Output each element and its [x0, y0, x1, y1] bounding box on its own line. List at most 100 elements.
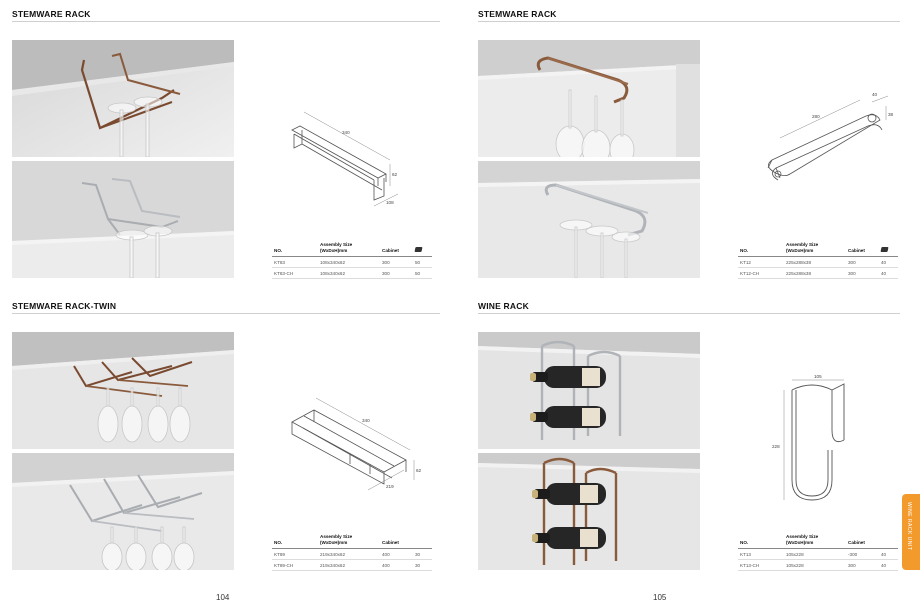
col-assembly-size: Assembly Size (WxDxH)mm [318, 532, 380, 550]
col-cabinet: Cabinet [846, 240, 879, 258]
box-icon [880, 246, 889, 252]
table-row: KT13-CH 105x228 300 40 [738, 559, 898, 572]
section-stemware-rack-twin: STEMWARE RACK-TWIN [12, 300, 440, 590]
table-row: KT12 225x288x38 300 40 [738, 256, 898, 269]
cell-qty: 40 [879, 559, 898, 572]
table-row: KT89-CH 219x340x62 400 30 [272, 559, 432, 572]
section-title: STEMWARE RACK [12, 9, 91, 19]
dim-length: 280 [812, 114, 820, 119]
cell-no: KT89-CH [272, 559, 318, 572]
spec-table: NO. Assembly Size (WxDxH)mm Cabinet KT89… [272, 532, 432, 572]
spec-table: NO. Assembly Size (WxDxH)mm Cabinet KT83… [272, 240, 432, 280]
spec-table: NO. Assembly Size (WxDxH)mm Cabinet KT12… [738, 240, 898, 280]
dim-height: 38 [888, 112, 894, 117]
section-title: STEMWARE RACK-TWIN [12, 301, 117, 311]
cell-qty: 30 [413, 559, 432, 572]
wine-rack-drawing: 105 228 [740, 370, 900, 520]
box-icon [414, 246, 423, 252]
col-cabinet: Cabinet [380, 240, 413, 258]
cell-qty: 40 [879, 548, 898, 561]
table-row: KT83 108x340x62 300 50 [272, 256, 432, 269]
chrome-wine-rack-photo [478, 332, 700, 449]
dim-height: 62 [416, 468, 422, 473]
col-no: NO. [738, 532, 784, 550]
copper-stemware-rack-photo [12, 40, 234, 157]
copper-loop-rack-photo [478, 40, 700, 157]
dim-width: 340 [362, 418, 370, 423]
col-assembly-size: Assembly Size (WxDxH)mm [318, 240, 380, 258]
table-row: KT13 105x228 -300 40 [738, 548, 898, 561]
table-row: KT12-CH 225x288x38 300 40 [738, 267, 898, 280]
col-box-qty [413, 240, 432, 258]
right-page: STEMWARE RACK [460, 0, 920, 612]
col-cabinet: Cabinet [380, 532, 413, 550]
cell-no: KT89 [272, 548, 318, 561]
cell-size: 225x288x38 [784, 267, 846, 280]
cell-qty: 50 [413, 256, 432, 269]
cell-cabinet: 300 [846, 267, 879, 280]
cell-size: 225x288x38 [784, 256, 846, 269]
section-title: WINE RACK [478, 301, 529, 311]
page-number: 105 [653, 593, 667, 602]
section-stemware-rack-loop: STEMWARE RACK [478, 8, 900, 298]
stemware-rack-drawing: 340 62 108 [274, 78, 434, 228]
section-divider [12, 313, 440, 314]
cell-no: KT12-CH [738, 267, 784, 280]
cell-cabinet: 300 [846, 559, 879, 572]
col-no: NO. [272, 532, 318, 550]
col-no: NO. [272, 240, 318, 258]
cell-size: 105x228 [784, 548, 846, 561]
page-number: 104 [216, 593, 230, 602]
cell-no: KT13 [738, 548, 784, 561]
col-assembly-size: Assembly Size (WxDxH)mm [784, 532, 846, 550]
dim-height: 228 [772, 444, 780, 449]
cell-cabinet: 400 [380, 559, 413, 572]
dim-depth: 108 [386, 200, 394, 205]
section-title: STEMWARE RACK [478, 9, 557, 19]
table-row: KT83-CH 108x340x62 300 50 [272, 267, 432, 280]
cell-cabinet: 400 [380, 548, 413, 561]
copper-twin-rack-photo [12, 332, 234, 449]
cell-size: 108x340x62 [318, 256, 380, 269]
dim-depth: 219 [386, 484, 394, 489]
left-page: STEMWARE RACK [12, 8, 440, 602]
col-box-qty [413, 532, 432, 550]
copper-wine-rack-photo [478, 453, 700, 570]
section-divider [478, 21, 900, 22]
col-assembly-size: Assembly Size (WxDxH)mm [784, 240, 846, 258]
loop-rack-drawing: 280 40 38 [740, 78, 900, 228]
section-divider [12, 21, 440, 22]
cell-cabinet: -300 [846, 548, 879, 561]
col-box-qty [879, 532, 898, 550]
cell-no: KT13-CH [738, 559, 784, 572]
cell-no: KT83-CH [272, 267, 318, 280]
dim-width: 340 [342, 130, 350, 135]
cell-cabinet: 300 [846, 256, 879, 269]
cell-qty: 50 [413, 267, 432, 280]
cell-qty: 40 [879, 267, 898, 280]
table-row: KT89 219x340x62 400 30 [272, 548, 432, 561]
chrome-stemware-rack-photo [12, 161, 234, 278]
dim-height: 62 [392, 172, 398, 177]
spec-table: NO. Assembly Size (WxDxH)mm Cabinet KT13… [738, 532, 898, 572]
cell-size: 219x340x62 [318, 559, 380, 572]
cell-size: 108x340x62 [318, 267, 380, 280]
category-side-tab[interactable]: WINE RACK UNIT [902, 494, 920, 570]
twin-rack-drawing: 340 62 219 [274, 370, 434, 520]
cell-no: KT83 [272, 256, 318, 269]
section-stemware-rack: STEMWARE RACK [12, 8, 440, 298]
cell-cabinet: 300 [380, 267, 413, 280]
side-tab-label: WINE RACK UNIT [906, 502, 912, 551]
chrome-twin-rack-photo [12, 453, 234, 570]
col-cabinet: Cabinet [846, 532, 879, 550]
cell-size: 105x228 [784, 559, 846, 572]
cell-qty: 40 [879, 256, 898, 269]
col-box-qty [879, 240, 898, 258]
cell-size: 219x340x62 [318, 548, 380, 561]
section-divider [478, 313, 900, 314]
section-wine-rack: WINE RACK [478, 300, 900, 590]
cell-cabinet: 300 [380, 256, 413, 269]
cell-no: KT12 [738, 256, 784, 269]
cell-qty: 30 [413, 548, 432, 561]
dim-width: 105 [814, 374, 822, 379]
